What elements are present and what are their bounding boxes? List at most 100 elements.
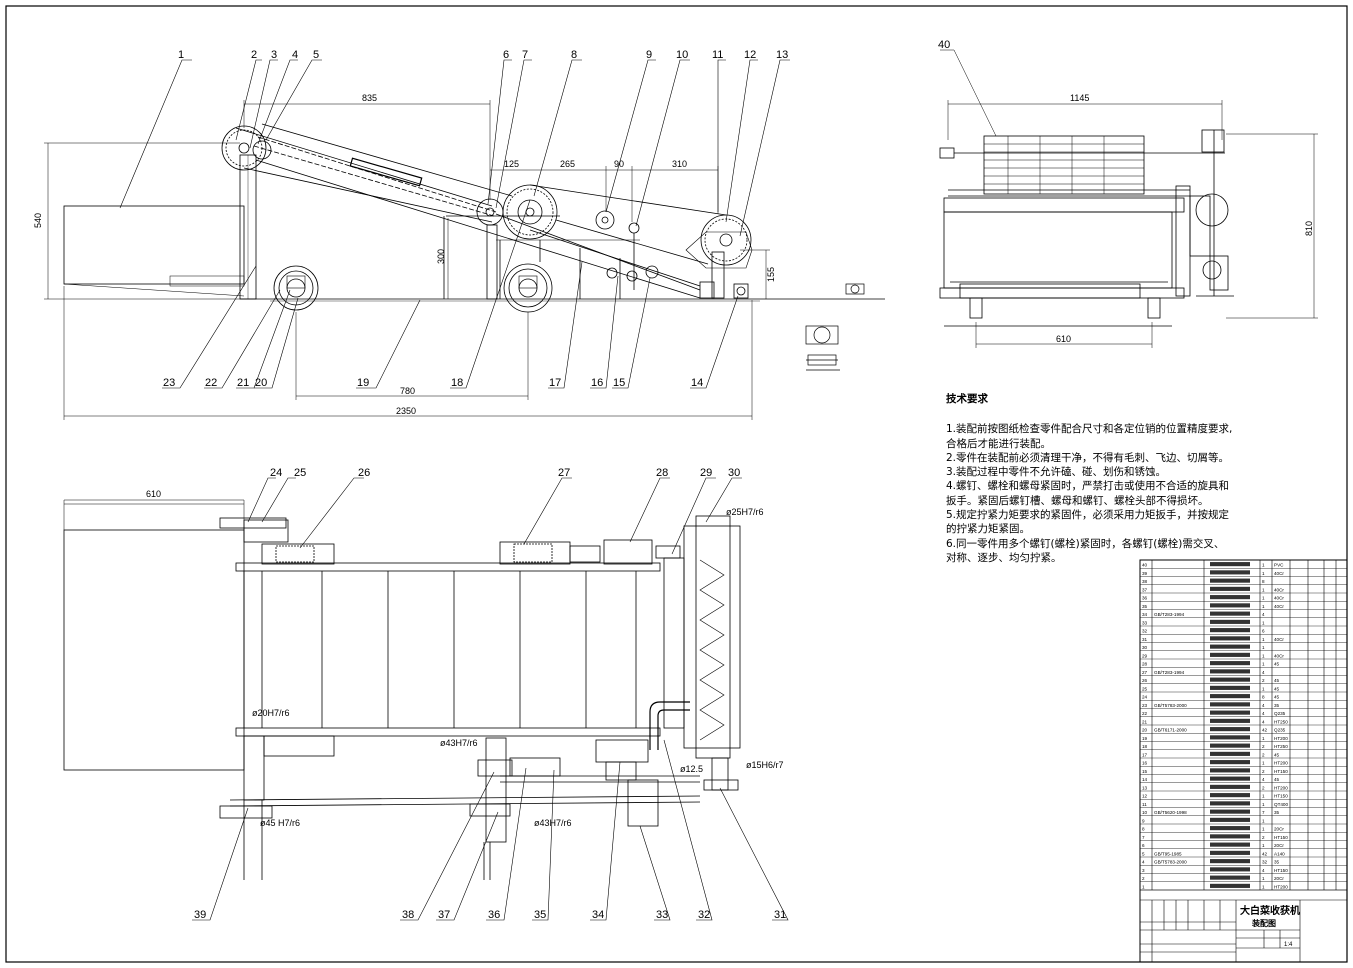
tech-line: 6.同一零件用多个螺钉(螺栓)紧固时，各螺钉(螺栓)需交叉、	[946, 537, 1225, 550]
bom-cell-material: 45	[1274, 678, 1280, 683]
bom-cell-qty: 1	[1262, 571, 1265, 576]
bom-cell-qty: 42	[1262, 728, 1268, 733]
dim-835: 835	[362, 93, 377, 103]
fit-25: ø25H7/r6	[726, 507, 764, 517]
tech-line: 对称、逐步、均匀拧紧。	[946, 551, 1062, 564]
side-view	[939, 129, 1234, 327]
bom-cell-qty: 1	[1262, 818, 1265, 823]
bom-cell-name-blur	[1210, 776, 1250, 781]
front-leaders-bottom	[162, 199, 739, 389]
bom-cell-no: 25	[1142, 686, 1148, 691]
bom-cell-no: 34	[1142, 612, 1148, 617]
bom-cell-qty: 4	[1262, 711, 1265, 716]
plan-texts: 610 ø25H7/r6 ø20H7/r6 ø43H7/r6 ø12.5 ø15…	[146, 489, 784, 828]
dim-610-plan: 610	[146, 489, 161, 499]
bom-cell-name-blur	[1210, 751, 1250, 756]
bom-cell-material: 45	[1274, 752, 1280, 757]
balloon-29: 29	[700, 467, 712, 479]
balloon-34: 34	[592, 909, 604, 921]
bom-cell-name-blur	[1210, 710, 1250, 715]
bom-cell-qty: 4	[1262, 719, 1265, 724]
bom-cell-code: GB/T5620-1998	[1154, 810, 1187, 815]
front-balloons-bottom: 23 22 21 20 19 18 17 16 15 14	[163, 377, 703, 389]
balloon-25: 25	[294, 467, 306, 479]
bom-cell-material: Q235	[1274, 711, 1286, 716]
bom-cell-material: HT150	[1274, 769, 1288, 774]
bom-cell-qty: 1	[1262, 604, 1265, 609]
bom-cell-name-blur	[1210, 578, 1250, 583]
bom-cell-material: 20Cr	[1274, 876, 1284, 881]
bom-cell-no: 4	[1142, 860, 1145, 865]
bom-cell-qty: 1	[1262, 876, 1265, 881]
fit-20: ø20H7/r6	[252, 708, 290, 718]
drawing-subtitle: 装配图	[1251, 918, 1276, 928]
bom-cell-no: 9	[1142, 818, 1145, 823]
drawing-frame	[5, 5, 1348, 963]
bom-cell-name-blur	[1210, 760, 1250, 765]
bom-cell-no: 21	[1142, 719, 1148, 724]
balloon-7: 7	[522, 49, 528, 61]
balloon-21: 21	[237, 377, 249, 389]
balloon-38: 38	[402, 909, 414, 921]
side-dimensions	[940, 49, 1318, 348]
bom-cell-no: 19	[1142, 736, 1148, 741]
bom-cell-qty: 1	[1262, 827, 1265, 832]
balloon-24: 24	[270, 467, 282, 479]
bom-cell-no: 17	[1142, 752, 1148, 757]
bom-cell-name-blur	[1210, 842, 1250, 847]
balloon-11: 11	[712, 49, 723, 61]
bom-cell-name-blur	[1210, 669, 1250, 674]
bom-cell-qty: 2	[1262, 769, 1265, 774]
bom-cell-no: 38	[1142, 579, 1148, 584]
bom-cell-no: 15	[1142, 769, 1148, 774]
bom-cell-name-blur	[1210, 727, 1250, 732]
bom-cell-no: 23	[1142, 703, 1148, 708]
balloon-22: 22	[205, 377, 217, 389]
balloon-35: 35	[534, 909, 546, 921]
fit-43a: ø43H7/r6	[440, 738, 478, 748]
bom-cell-qty: 1	[1262, 637, 1265, 642]
bom-cell-material: HT150	[1274, 794, 1288, 799]
bom-cell-qty: 1	[1262, 662, 1265, 667]
bom-cell-qty: 2	[1262, 744, 1265, 749]
bom-cell-qty: 1	[1262, 761, 1265, 766]
bom-cell-code: GB/T5783-2000	[1154, 703, 1187, 708]
bom-cell-qty: 2	[1262, 785, 1265, 790]
dim-2350: 2350	[396, 406, 416, 416]
tech-line: 4.螺钉、螺栓和螺母紧固时，严禁打击或使用不合适的旋具和	[946, 480, 1230, 493]
balloon-5: 5	[313, 49, 319, 61]
bom-cell-material: HT250	[1274, 719, 1288, 724]
balloon-10: 10	[676, 49, 688, 61]
bom-cell-no: 8	[1142, 827, 1145, 832]
balloon-17: 17	[549, 377, 561, 389]
balloon-2: 2	[251, 49, 257, 61]
bom-cell-no: 22	[1142, 711, 1148, 716]
bom-cell-qty: 8	[1262, 695, 1265, 700]
balloon-37: 37	[438, 909, 450, 921]
bom-cell-material: 20Cr	[1274, 843, 1284, 848]
bom-cell-qty: 42	[1262, 851, 1268, 856]
balloon-23: 23	[163, 377, 175, 389]
bom-cell-name-blur	[1210, 636, 1250, 641]
balloon-18: 18	[451, 377, 463, 389]
bom-cell-no: 36	[1142, 596, 1148, 601]
balloon-12: 12	[744, 49, 756, 61]
bom-cell-material: 45	[1274, 662, 1280, 667]
fit-45: ø45 H7/r6	[260, 818, 300, 828]
balloon-40: 40	[938, 39, 950, 51]
balloon-14: 14	[691, 377, 703, 389]
bom-cell-qty: 6	[1262, 629, 1265, 634]
tech-line: 扳手。紧固后螺钉槽、螺母和螺钉、螺栓头部不得损坏。	[946, 494, 1209, 507]
bom-cell-name-blur	[1210, 677, 1250, 682]
tech-title: 技术要求	[946, 393, 988, 405]
bom-cell-name-blur	[1210, 735, 1250, 740]
dim-155: 155	[766, 267, 776, 282]
bom-cell-name-blur	[1210, 685, 1250, 690]
bom-cell-material: HT200	[1274, 736, 1288, 741]
bom-cell-name-blur	[1210, 586, 1250, 591]
bom-cell-name-blur	[1210, 603, 1250, 608]
bom-cell-name-blur	[1210, 570, 1250, 575]
bom-cell-name-blur	[1210, 562, 1250, 567]
